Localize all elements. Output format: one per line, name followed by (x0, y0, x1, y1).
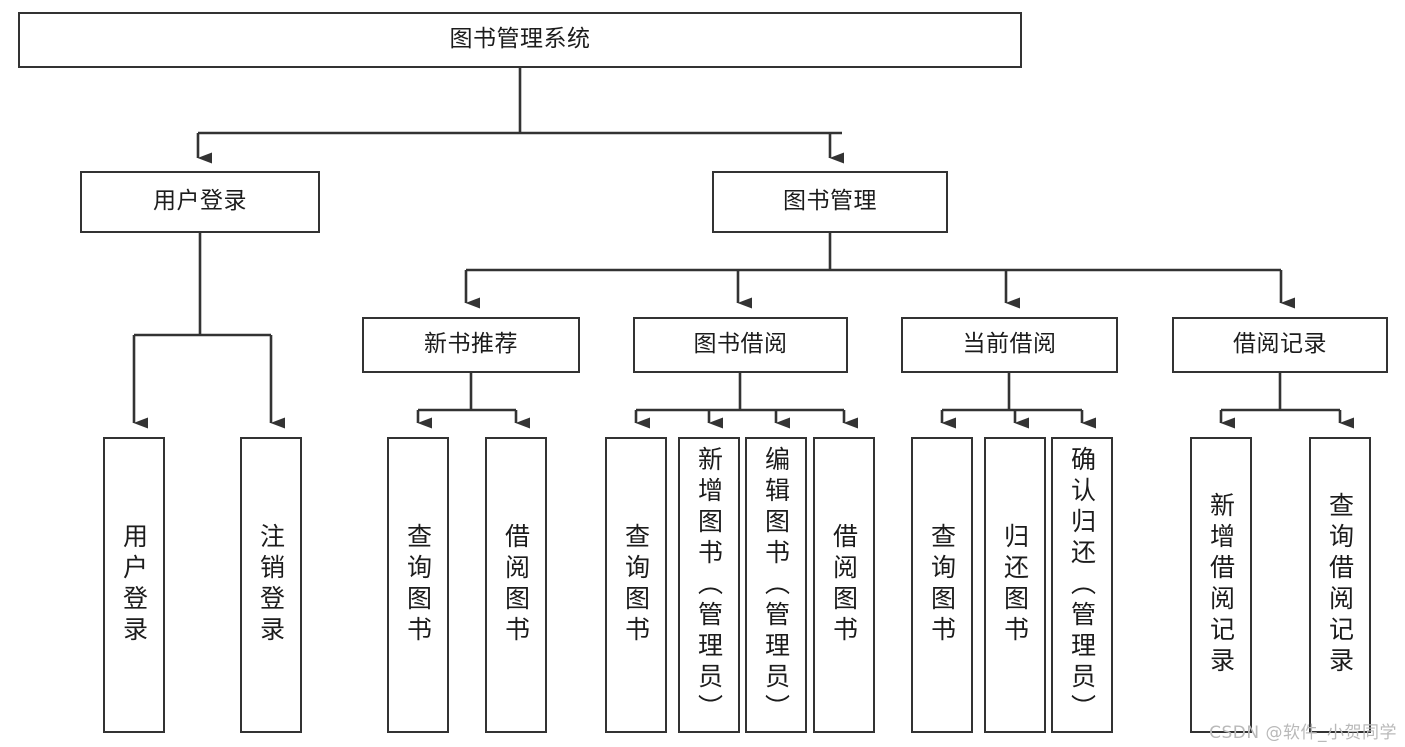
leaf-borrow-book-1[interactable]: 借阅图书 (485, 437, 547, 733)
node-book-manage-label: 图书管理 (783, 188, 877, 215)
node-root-label: 图书管理系统 (449, 26, 591, 53)
node-current-borrow-label: 当前借阅 (962, 331, 1057, 358)
node-book-borrow-label: 图书借阅 (693, 331, 788, 358)
leaf-borrow-book-1-label: 借阅图书 (501, 523, 531, 647)
leaf-query-book-2-label: 查询图书 (621, 523, 651, 647)
leaf-add-book-label: 新增图书（管理员） (694, 445, 724, 725)
node-borrow-record[interactable]: 借阅记录 (1172, 317, 1388, 373)
leaf-add-record-label: 新增借阅记录 (1206, 492, 1236, 678)
node-user-login-label: 用户登录 (153, 188, 247, 215)
leaf-return-book-label: 归还图书 (1000, 523, 1030, 647)
leaf-borrow-book-2[interactable]: 借阅图书 (813, 437, 875, 733)
leaf-query-record[interactable]: 查询借阅记录 (1309, 437, 1371, 733)
leaf-query-book-3[interactable]: 查询图书 (911, 437, 973, 733)
leaf-query-book-1-label: 查询图书 (403, 523, 433, 647)
leaf-edit-book[interactable]: 编辑图书（管理员） (745, 437, 807, 733)
leaf-query-book-2[interactable]: 查询图书 (605, 437, 667, 733)
leaf-borrow-book-2-label: 借阅图书 (829, 523, 859, 647)
leaf-confirm-return[interactable]: 确认归还（管理员） (1051, 437, 1113, 733)
node-user-login[interactable]: 用户登录 (80, 171, 320, 233)
node-root[interactable]: 图书管理系统 (18, 12, 1022, 68)
leaf-user-login-label: 用户登录 (119, 523, 149, 647)
leaf-query-book-1[interactable]: 查询图书 (387, 437, 449, 733)
leaf-return-book[interactable]: 归还图书 (984, 437, 1046, 733)
leaf-add-record[interactable]: 新增借阅记录 (1190, 437, 1252, 733)
leaf-user-login[interactable]: 用户登录 (103, 437, 165, 733)
node-current-borrow[interactable]: 当前借阅 (901, 317, 1118, 373)
node-new-book-rec[interactable]: 新书推荐 (362, 317, 580, 373)
leaf-edit-book-label: 编辑图书（管理员） (761, 445, 791, 725)
leaf-query-record-label: 查询借阅记录 (1325, 492, 1355, 678)
node-borrow-record-label: 借阅记录 (1233, 331, 1327, 358)
leaf-add-book[interactable]: 新增图书（管理员） (678, 437, 740, 733)
node-new-book-rec-label: 新书推荐 (424, 331, 518, 358)
node-book-borrow[interactable]: 图书借阅 (633, 317, 848, 373)
leaf-confirm-return-label: 确认归还（管理员） (1067, 445, 1097, 725)
leaf-query-book-3-label: 查询图书 (927, 523, 957, 647)
csdn-watermark: CSDN @软件_小贺同学 (1209, 723, 1397, 743)
node-book-manage[interactable]: 图书管理 (712, 171, 948, 233)
leaf-logout[interactable]: 注销登录 (240, 437, 302, 733)
leaf-logout-label: 注销登录 (256, 523, 286, 647)
